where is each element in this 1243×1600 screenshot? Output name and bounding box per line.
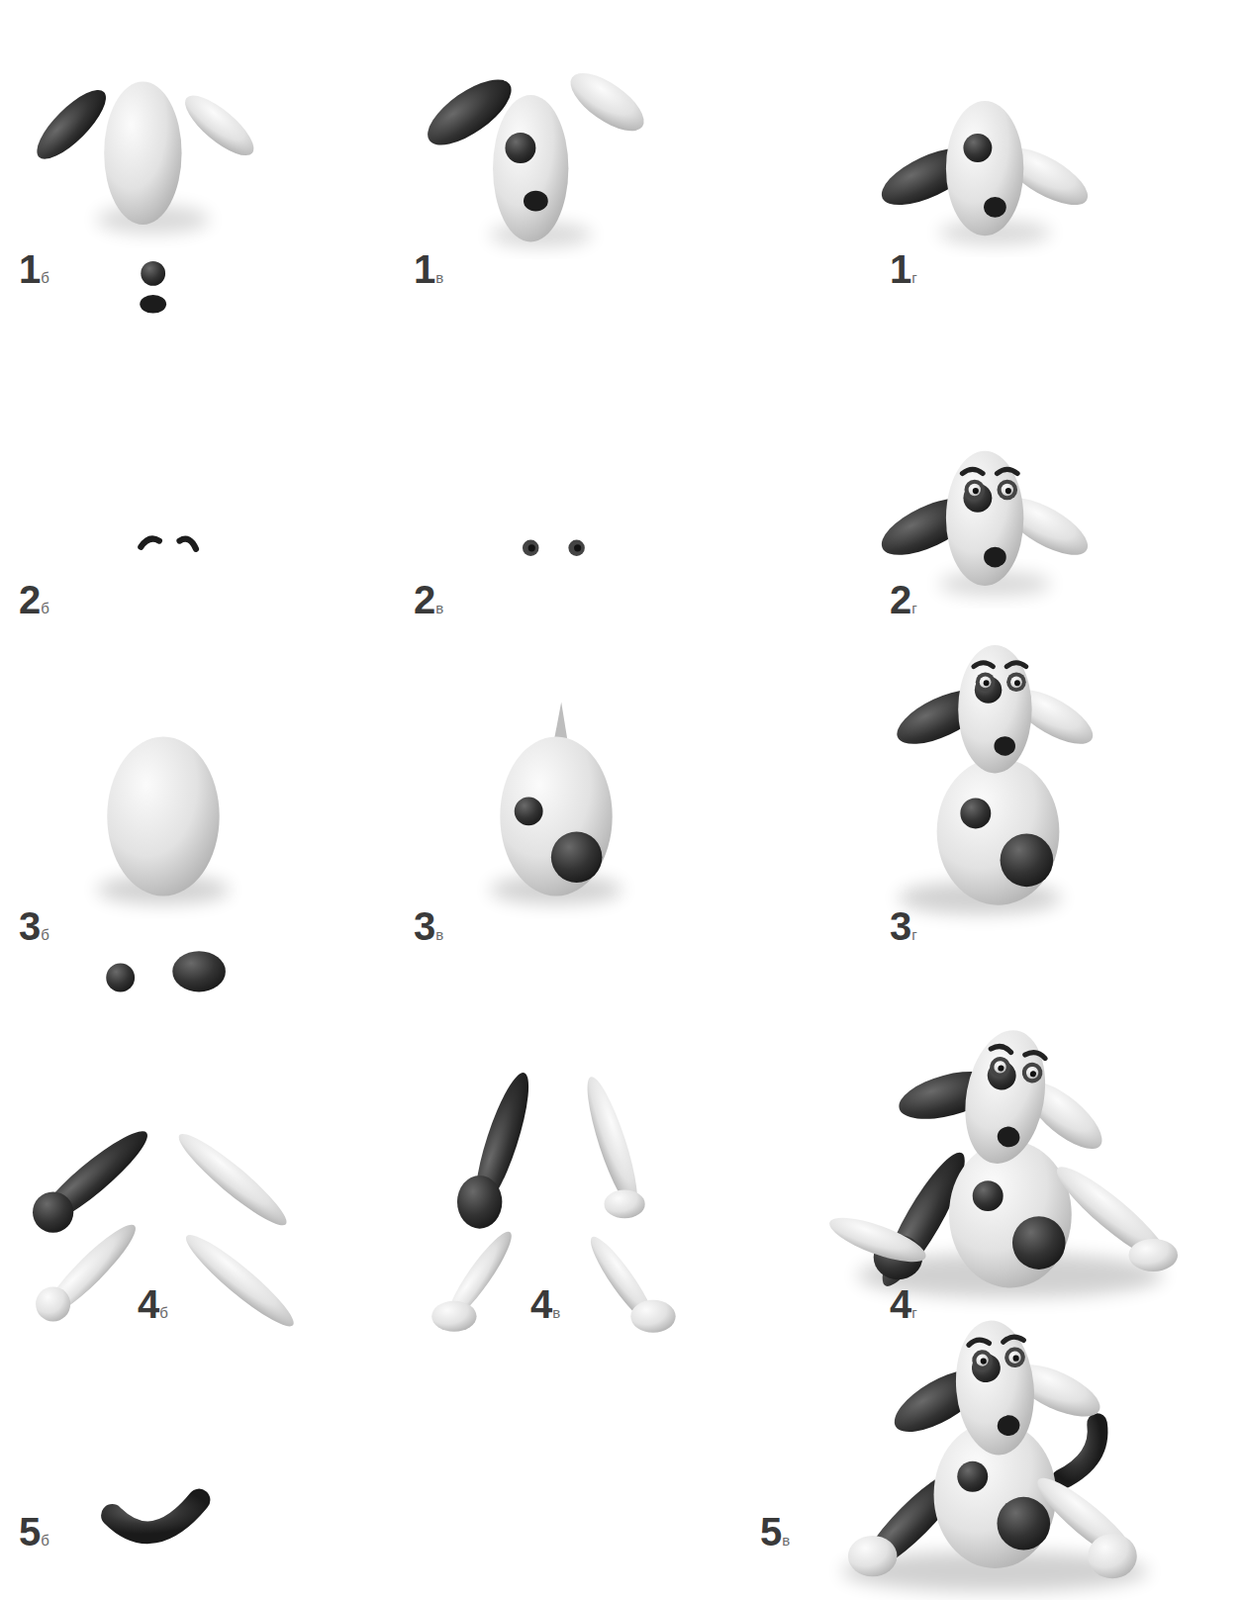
step-number: 4г: [889, 1284, 918, 1334]
step-number: 4б: [137, 1284, 169, 1334]
step-number: 3б: [18, 906, 50, 956]
step-number: 5в: [760, 1512, 790, 1561]
step-number: 1б: [18, 249, 50, 298]
step-number: 2г: [889, 579, 918, 629]
step-number: 3г: [889, 906, 918, 956]
step-number: 4в: [530, 1284, 561, 1334]
step-number: 5б: [18, 1512, 50, 1561]
step-number: 3в: [413, 906, 444, 956]
step-number: 2в: [413, 579, 444, 629]
step-number: 1в: [413, 249, 444, 298]
step-number: 1г: [889, 249, 918, 298]
step-number: 2б: [18, 579, 50, 629]
